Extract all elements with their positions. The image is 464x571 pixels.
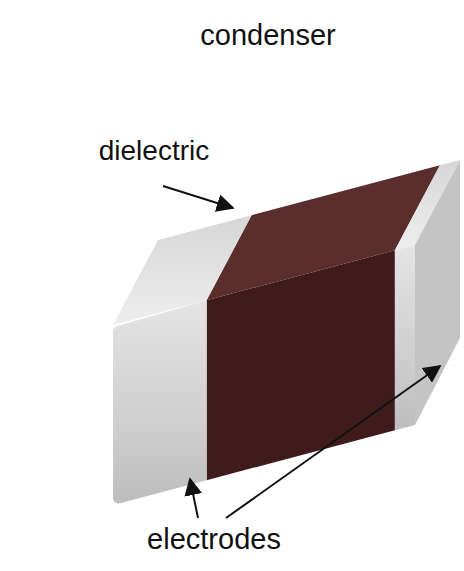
part-label: electrodes	[147, 524, 281, 556]
leader-arrow	[163, 186, 233, 208]
diagram-title: condenser	[200, 20, 335, 52]
electrode-end	[415, 160, 460, 425]
leader-arrow	[190, 479, 198, 518]
electrode-front	[395, 245, 415, 430]
dielectric-front	[207, 250, 395, 480]
part-label: dielectric	[99, 136, 209, 167]
electrode-front	[113, 300, 207, 503]
leader-arrow	[226, 366, 440, 518]
